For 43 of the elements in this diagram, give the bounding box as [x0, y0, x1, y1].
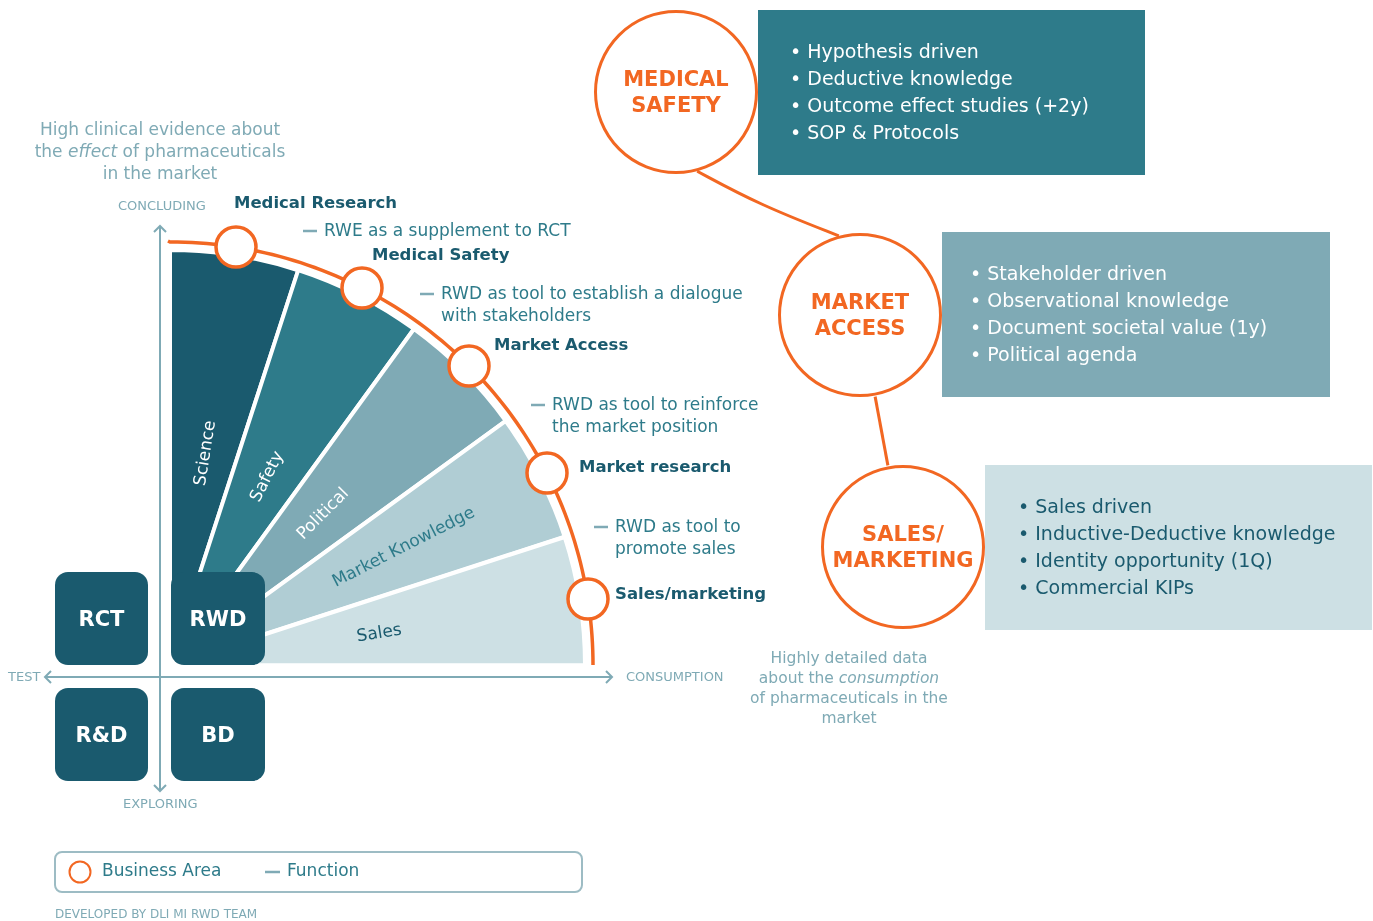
function-text: RWE as a supplement to RCT	[324, 219, 572, 242]
quadrant-box: RCT	[55, 572, 148, 665]
axis-label: CONSUMPTION	[626, 669, 724, 686]
quadrant-box: R&D	[55, 688, 148, 781]
info-panel	[758, 10, 1145, 175]
bullet-text: • Document societal value (1y)	[970, 315, 1269, 340]
axis-label: EXPLORING	[123, 796, 198, 813]
bullet-text: • Identity opportunity (1Q)	[1018, 548, 1274, 573]
info-panel	[942, 232, 1330, 397]
business-area-name: Medical Research	[234, 193, 398, 212]
business-area-name: Market research	[579, 457, 732, 476]
bullet-text: • Outcome effect studies (+2y)	[790, 93, 1090, 118]
bullet-text: • Political agenda	[970, 342, 1139, 367]
legend-text: Business Area	[102, 860, 222, 880]
segment-label: Sales	[355, 618, 404, 646]
info-panel	[985, 465, 1372, 630]
business-area-name: Sales/marketing	[615, 584, 766, 603]
note-text: Highly detailed data about the consumption of pharmaceuticals in the market	[750, 648, 948, 729]
business-area-circle: MARKET ACCESS	[778, 233, 942, 397]
business-area-circle: MEDICAL SAFETY	[594, 10, 758, 174]
bullet-text: • Hypothesis driven	[790, 39, 980, 64]
business-area-circle: SALES/ MARKETING	[821, 465, 985, 629]
bullet-text: • SOP & Protocols	[790, 120, 961, 145]
function-text: RWD as tool to establish a dialogue with stakeholders	[441, 282, 744, 327]
note-text: High clinical evidence about the effect of pharmaceuticals in the market	[33, 118, 287, 185]
legend-text: Function	[287, 860, 360, 880]
axis-label: TEST	[8, 669, 41, 686]
function-text: RWD as tool to promote sales	[615, 515, 742, 560]
connector-line	[696, 169, 840, 238]
business-area-name: Market Access	[494, 335, 629, 354]
bullet-text: • Observational knowledge	[970, 288, 1230, 313]
bullet-text: • Sales driven	[1018, 494, 1153, 519]
connector-line	[873, 396, 890, 466]
function-text: RWD as tool to reinforce the market position	[552, 393, 760, 438]
bullet-text: • Commercial KIPs	[1018, 575, 1195, 600]
credit-text: DEVELOPED BY DLI MI RWD TEAM	[55, 907, 258, 921]
quadrant-box: BD	[171, 688, 265, 781]
bullet-text: • Stakeholder driven	[970, 261, 1169, 286]
axis-label: CONCLUDING	[118, 198, 206, 215]
bullet-text: • Deductive knowledge	[790, 66, 1014, 91]
business-area-name: Medical Safety	[372, 245, 510, 264]
bullet-text: • Inductive-Deductive knowledge	[1018, 521, 1337, 546]
segment-label: Science	[188, 418, 219, 487]
